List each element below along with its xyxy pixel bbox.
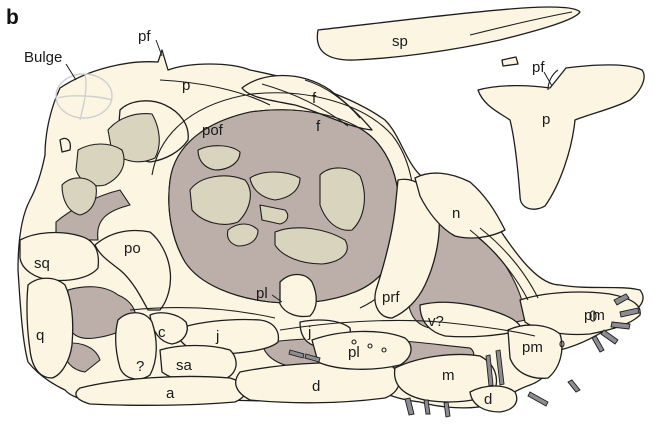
fragment-temporal-small bbox=[60, 138, 70, 152]
squamosal-bone bbox=[20, 233, 98, 281]
pf-leader-line bbox=[156, 40, 162, 56]
label-q: q bbox=[36, 327, 44, 344]
label-v-query: v? bbox=[428, 313, 444, 330]
tooth-d-1 bbox=[528, 392, 548, 406]
label-a: a bbox=[166, 385, 175, 402]
tooth-pm-4 bbox=[601, 330, 618, 344]
label-unknown: ? bbox=[136, 358, 144, 375]
small-fragment bbox=[502, 57, 518, 66]
label-j-left: j bbox=[215, 328, 219, 345]
label-pof: pof bbox=[202, 122, 224, 139]
label-pf-detached: pf bbox=[532, 59, 545, 76]
label-n: n bbox=[452, 205, 460, 222]
label-pm-upper: pm bbox=[584, 307, 605, 324]
label-pl-orbit: pl bbox=[256, 285, 268, 302]
label-po: po bbox=[124, 240, 141, 257]
label-sa: sa bbox=[176, 357, 193, 374]
label-sp: sp bbox=[392, 33, 408, 50]
palatine-orbit-bone bbox=[280, 275, 316, 317]
label-pm-lower: pm bbox=[522, 339, 543, 356]
panel-letter: b bbox=[6, 6, 19, 29]
label-d-right: d bbox=[484, 391, 492, 408]
label-prf: prf bbox=[382, 289, 400, 306]
label-j-right: j bbox=[307, 324, 311, 341]
detached-parietal-bone bbox=[478, 65, 644, 209]
label-sq: sq bbox=[34, 255, 50, 272]
quadrate-bone bbox=[27, 278, 73, 378]
label-pl-lower: pl bbox=[348, 344, 360, 361]
label-p-skull: p bbox=[182, 77, 190, 94]
tooth-pm-5 bbox=[592, 336, 604, 352]
bulge-label: Bulge bbox=[24, 49, 62, 66]
label-pf-skull: pf bbox=[138, 28, 151, 45]
label-d-left: d bbox=[312, 378, 320, 395]
label-m: m bbox=[442, 367, 455, 384]
label-c: c bbox=[158, 324, 166, 341]
tooth-d-2 bbox=[568, 380, 580, 392]
label-p-detached: p bbox=[542, 111, 550, 128]
orbit-fragment-2 bbox=[190, 176, 250, 224]
palatine-lower-bone bbox=[312, 331, 411, 369]
splenial-bone bbox=[317, 7, 580, 60]
dentary-right-bone bbox=[470, 386, 517, 412]
